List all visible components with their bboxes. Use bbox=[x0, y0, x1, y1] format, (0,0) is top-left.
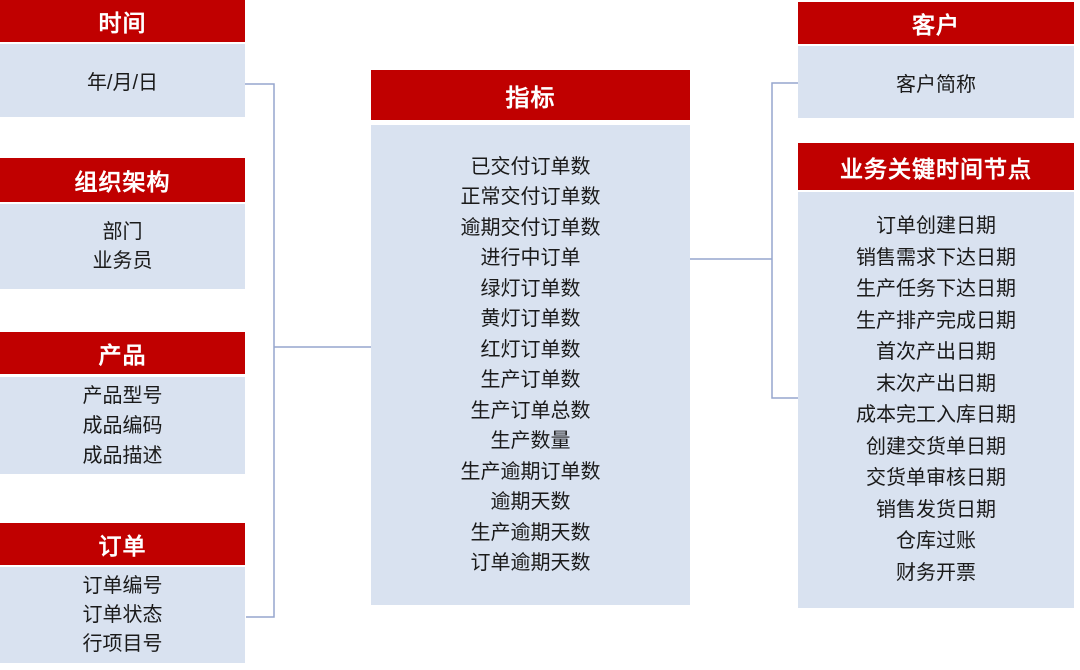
field-item: 业务员 bbox=[92, 249, 153, 272]
field-item: 生产排产完成日期 bbox=[856, 309, 1016, 332]
field-item: 创建交货单日期 bbox=[866, 435, 1006, 458]
field-item: 进行中订单 bbox=[480, 247, 581, 269]
dimension-box-customer-fields: 客户简称 bbox=[798, 46, 1074, 118]
dimension-box-product-fields: 产品型号成品编码成品描述 bbox=[0, 377, 245, 474]
field-item: 已交付订单数 bbox=[470, 155, 591, 178]
field-item: 成本完工入库日期 bbox=[856, 404, 1016, 426]
field-item: 年/月/日 bbox=[86, 72, 159, 94]
field-item: 红灯订单数 bbox=[480, 338, 581, 361]
field-item: 生产订单总数 bbox=[470, 399, 591, 422]
field-item: 订单编号 bbox=[82, 574, 163, 597]
dimension-box-customer: 客户 客户简称 bbox=[798, 2, 1074, 118]
field-item: 生产数量 bbox=[490, 430, 571, 452]
field-item: 逾期天数 bbox=[490, 491, 571, 513]
dimension-box-order-title: 订单 bbox=[0, 523, 245, 565]
field-item: 订单状态 bbox=[82, 603, 163, 626]
dimension-box-customer-title: 客户 bbox=[798, 2, 1074, 44]
field-item: 产品型号 bbox=[82, 384, 163, 407]
dimension-box-time-title: 时间 bbox=[0, 0, 245, 42]
dimension-box-time-fields: 年/月/日 bbox=[0, 44, 245, 117]
field-item: 生产任务下达日期 bbox=[856, 278, 1016, 300]
field-item: 生产订单数 bbox=[480, 369, 581, 391]
dimension-box-organization-fields: 部门业务员 bbox=[0, 204, 245, 289]
connector-right-bracket bbox=[771, 82, 798, 399]
field-item: 成品描述 bbox=[82, 444, 163, 467]
field-item: 行项目号 bbox=[82, 632, 163, 655]
field-item: 财务开票 bbox=[896, 561, 976, 584]
field-item: 正常交付订单数 bbox=[460, 186, 601, 208]
field-item: 部门 bbox=[102, 220, 143, 243]
field-item: 客户简称 bbox=[896, 73, 976, 96]
dimension-box-organization-title: 组织架构 bbox=[0, 158, 245, 202]
field-item: 仓库过账 bbox=[896, 530, 976, 552]
dimension-box-milestones-fields: 订单创建日期销售需求下达日期生产任务下达日期生产排产完成日期首次产出日期末次产出… bbox=[798, 192, 1074, 608]
metrics-box-fields: 已交付订单数正常交付订单数逾期交付订单数进行中订单绿灯订单数黄灯订单数红灯订单数… bbox=[371, 125, 690, 605]
field-item: 订单逾期天数 bbox=[470, 552, 591, 574]
dimension-box-organization: 组织架构 部门业务员 bbox=[0, 158, 245, 289]
field-item: 黄灯订单数 bbox=[480, 308, 581, 330]
field-item: 销售发货日期 bbox=[876, 498, 996, 521]
field-item: 生产逾期订单数 bbox=[460, 460, 601, 483]
field-item: 绿灯订单数 bbox=[480, 277, 581, 300]
metrics-box-title: 指标 bbox=[371, 70, 690, 120]
field-item: 首次产出日期 bbox=[876, 341, 996, 363]
field-item: 销售需求下达日期 bbox=[856, 246, 1016, 269]
field-item: 成品编码 bbox=[82, 414, 163, 437]
metrics-box: 指标 已交付订单数正常交付订单数逾期交付订单数进行中订单绿灯订单数黄灯订单数红灯… bbox=[371, 70, 690, 605]
field-item: 末次产出日期 bbox=[876, 372, 996, 395]
connector-left-bracket bbox=[245, 83, 275, 618]
dimension-box-time: 时间 年/月/日 bbox=[0, 0, 245, 117]
field-item: 交货单审核日期 bbox=[866, 467, 1006, 489]
dimension-box-order-fields: 订单编号订单状态行项目号 bbox=[0, 567, 245, 663]
field-item: 逾期交付订单数 bbox=[460, 216, 601, 239]
dimension-box-milestones: 业务关键时间节点 订单创建日期销售需求下达日期生产任务下达日期生产排产完成日期首… bbox=[798, 143, 1074, 608]
field-item: 生产逾期天数 bbox=[470, 521, 591, 544]
dimension-box-order: 订单 订单编号订单状态行项目号 bbox=[0, 523, 245, 663]
dimension-box-milestones-title: 业务关键时间节点 bbox=[798, 143, 1074, 190]
dimension-box-product: 产品 产品型号成品编码成品描述 bbox=[0, 332, 245, 474]
dimension-box-product-title: 产品 bbox=[0, 332, 245, 374]
field-item: 订单创建日期 bbox=[876, 215, 996, 237]
